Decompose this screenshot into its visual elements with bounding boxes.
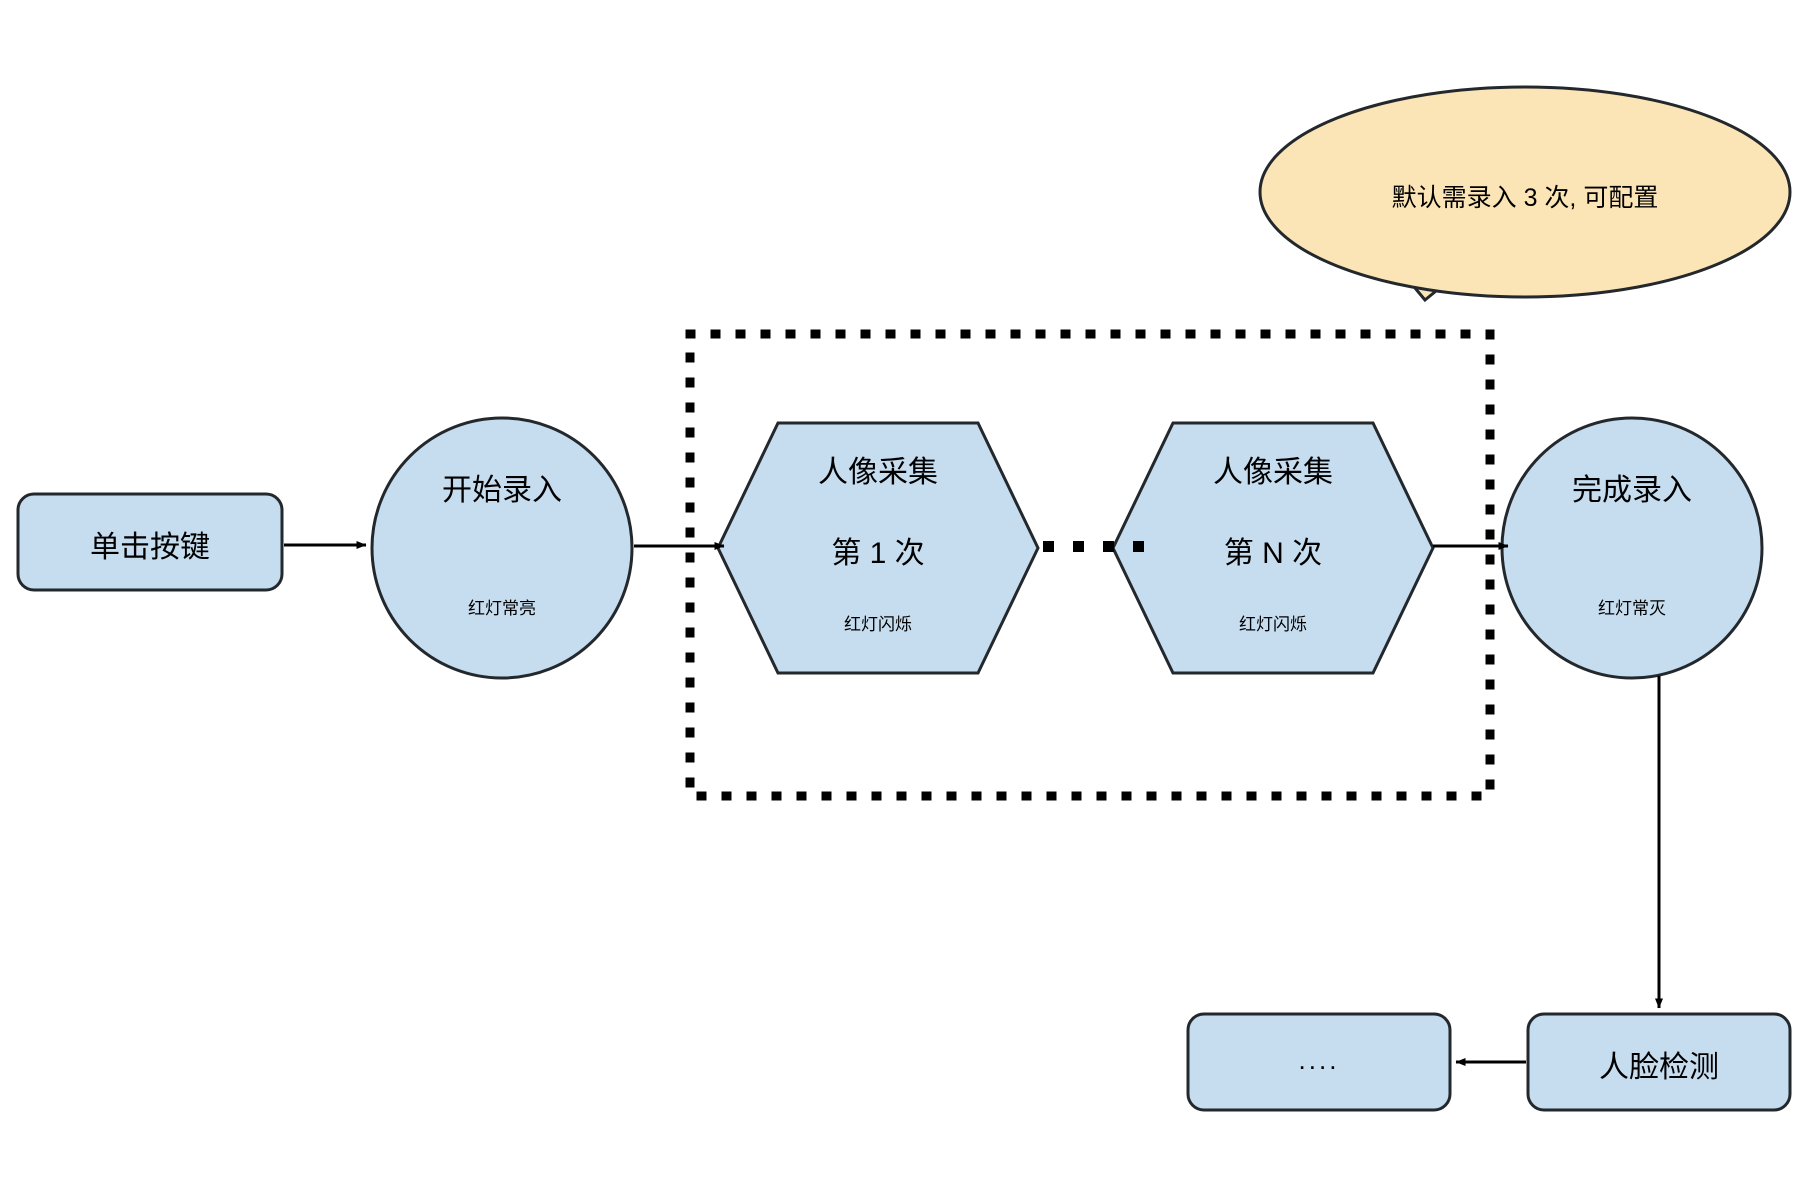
node-face-detect-shape[interactable] <box>1526 1012 1792 1112</box>
node-start-enroll-shape[interactable] <box>370 416 634 680</box>
node-capture-first-shape[interactable] <box>716 421 1040 675</box>
callout-bubble-shape <box>1258 85 1792 303</box>
hexagon-ellipsis <box>1043 541 1144 552</box>
node-click-button-shape[interactable] <box>16 492 284 592</box>
node-capture-nth-shape[interactable] <box>1111 421 1435 675</box>
node-more-steps-shape[interactable] <box>1186 1012 1452 1112</box>
loop-group-border <box>685 329 1495 801</box>
node-finish-enroll-shape[interactable] <box>1500 416 1764 680</box>
